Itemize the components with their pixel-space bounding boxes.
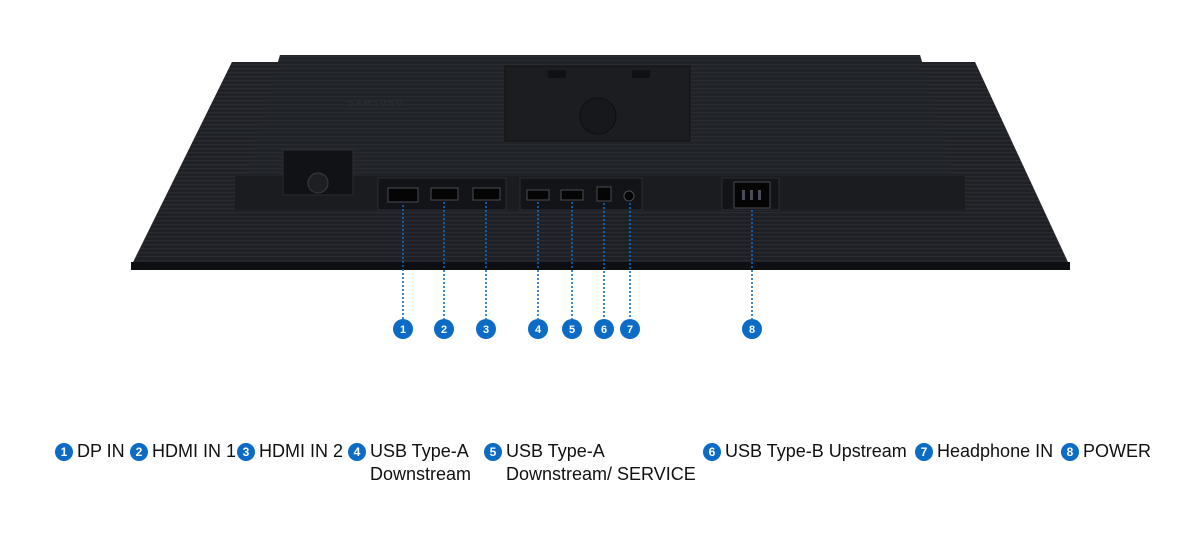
port-marker-7 xyxy=(620,319,640,339)
legend-label: HDMI IN 2 xyxy=(259,441,344,461)
port-marker-label: 4 xyxy=(535,324,542,336)
port-marker-4 xyxy=(528,319,548,339)
legend-label: Headphone IN xyxy=(937,441,1054,461)
port-marker-5 xyxy=(562,319,582,339)
brand-logo: SAMSUNG xyxy=(348,98,405,108)
number-badge: 2 xyxy=(130,443,148,461)
legend-label: USB Type-A Downstream/ SERVICE xyxy=(506,441,696,484)
vesa-mount-recess xyxy=(504,65,691,142)
port-markers: 1 2 3 4 5 6 7 8 xyxy=(393,202,762,339)
number-badge: 5 xyxy=(484,443,502,461)
port-marker-label: 2 xyxy=(441,324,447,336)
port-marker-label: 7 xyxy=(627,324,633,336)
number-badge: 3 xyxy=(237,443,255,461)
port-marker-label: 8 xyxy=(749,324,755,336)
port-marker-2 xyxy=(434,319,454,339)
number-badge: 8 xyxy=(1061,443,1079,461)
usb-a-icon[interactable] xyxy=(560,189,584,201)
usb-a-icon[interactable] xyxy=(526,189,550,201)
legend-item-hdmi-in-2: 3 HDMI IN 2 xyxy=(237,440,343,463)
legend-item-usb-a-downstream: 4 USB Type-A Downstream xyxy=(348,440,485,486)
number-badge: 6 xyxy=(703,443,721,461)
legend-label: HDMI IN 1 xyxy=(152,441,237,461)
hdmi-icon[interactable] xyxy=(430,187,459,201)
power-socket-icon[interactable] xyxy=(733,181,771,209)
port-marker-8 xyxy=(742,319,762,339)
legend-label: DP IN xyxy=(77,441,125,461)
number-badge: 4 xyxy=(348,443,366,461)
legend-item-usb-b-upstream: 6 USB Type-B Upstream xyxy=(703,440,907,463)
port-marker-3 xyxy=(476,319,496,339)
number-badge: 7 xyxy=(915,443,933,461)
port-marker-label: 3 xyxy=(483,324,489,336)
legend-item-hdmi-in-1: 2 HDMI IN 1 xyxy=(130,440,236,463)
number-badge: 1 xyxy=(55,443,73,461)
legend-item-power: 8 POWER xyxy=(1061,440,1151,463)
port-marker-1 xyxy=(393,319,413,339)
hdmi-icon[interactable] xyxy=(472,187,501,201)
stand-connector xyxy=(282,149,354,196)
legend-label: POWER xyxy=(1083,441,1152,461)
legend-item-dp-in: 1 DP IN xyxy=(55,440,125,463)
legend-item-headphone-in: 7 Headphone IN xyxy=(915,440,1053,463)
legend-item-usb-a-service: 5 USB Type-A Downstream/ SERVICE xyxy=(484,440,706,486)
headphone-jack-icon[interactable] xyxy=(623,190,635,202)
port-marker-6 xyxy=(594,319,614,339)
port-marker-label: 5 xyxy=(569,324,575,336)
legend-label: USB Type-B Upstream xyxy=(725,441,907,461)
port-marker-label: 6 xyxy=(601,324,607,336)
port-legend: 1 DP IN 2 HDMI IN 1 3 HDMI IN 2 4 USB Ty… xyxy=(0,440,1200,510)
displayport-icon[interactable] xyxy=(387,187,419,203)
legend-label: USB Type-A Downstream xyxy=(370,441,472,484)
usb-b-icon[interactable] xyxy=(596,186,612,202)
port-marker-label: 1 xyxy=(400,324,406,336)
